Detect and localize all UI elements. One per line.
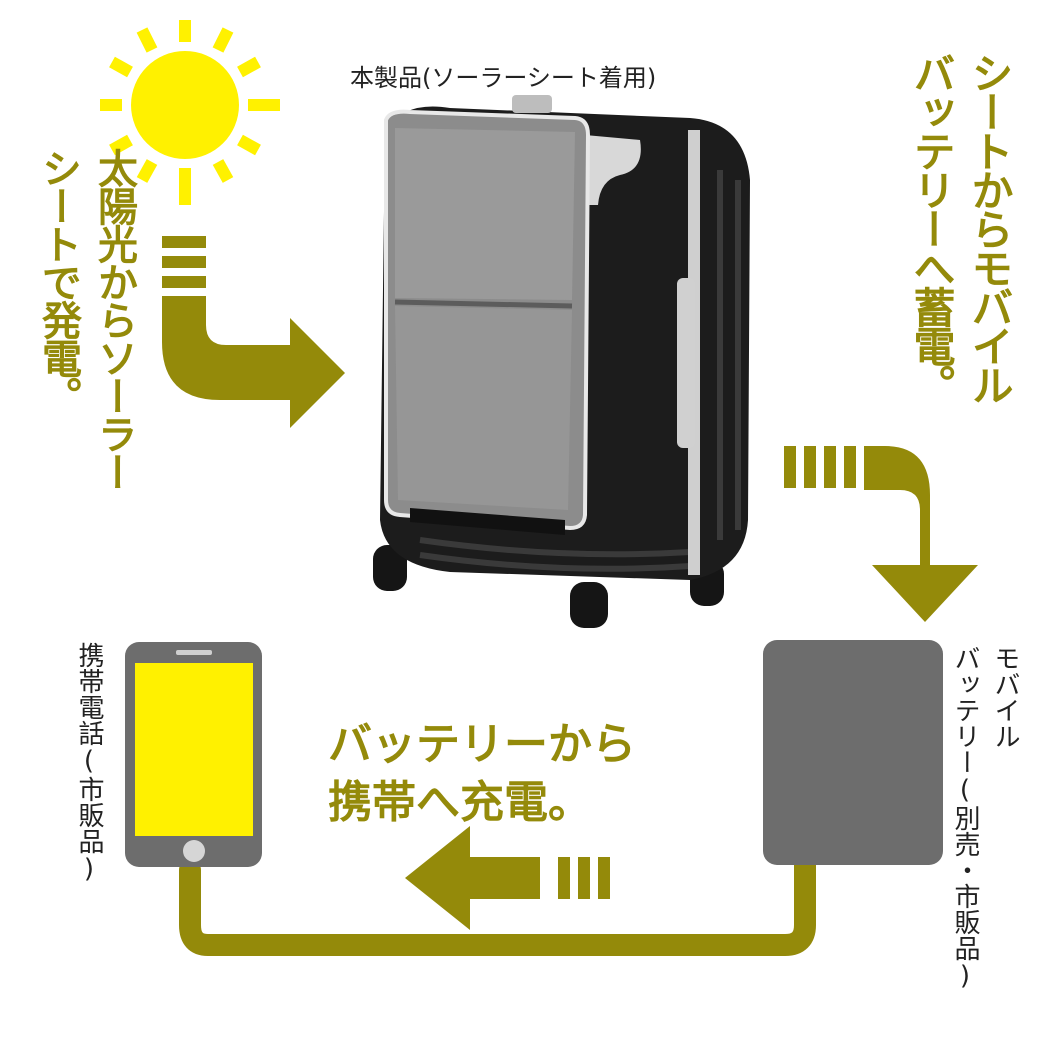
bottom-caption-line2: 携帯へ充電。 [328,777,592,828]
phone-label: 携帯電話(市販品) [74,642,104,884]
right-caption-col2: バッテリーへ蓄電。 [907,52,956,403]
left-caption-col2: シートで発電。 [35,148,81,414]
battery-label-col1: モバイル [990,645,1020,749]
product-label: 本製品(ソーラーシート着用) [350,64,657,92]
bottom-caption-line1: バッテリーから [328,719,636,770]
left-caption-col1: 太陽光からソーラー [91,148,137,490]
right-caption-col1: シートからモバイル [965,52,1014,403]
battery-label-col2: バッテリー(別売・市販品) [950,645,980,991]
